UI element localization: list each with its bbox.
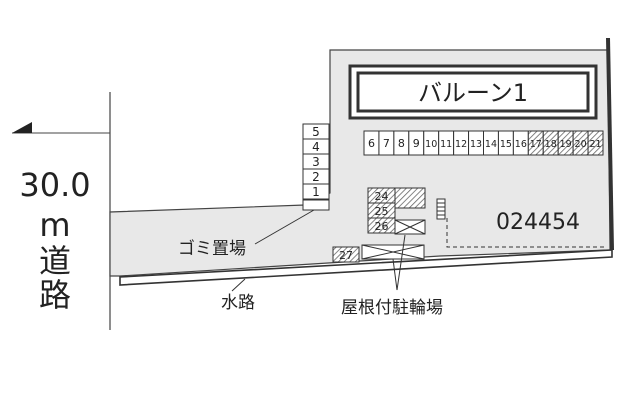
road-width-unit: m xyxy=(39,206,70,244)
bicycle-shelter-bottom-cross-2 xyxy=(361,244,425,260)
parking-space-box-1 xyxy=(302,183,330,200)
road-label-top: 道 xyxy=(39,242,71,280)
parking-space-7: 7 xyxy=(383,137,390,150)
parking-space-8: 8 xyxy=(398,137,405,150)
parking-space-26: 26 xyxy=(375,220,389,233)
parking-space-25: 25 xyxy=(375,205,389,218)
parking-space-12: 12 xyxy=(455,139,467,150)
parking-space-6: 6 xyxy=(368,137,375,150)
building-inner xyxy=(356,71,590,113)
road-direction-arrow-icon xyxy=(12,122,32,133)
bicycle-leader-line-1 xyxy=(396,234,406,291)
parking-space-20: 20 xyxy=(575,139,587,150)
parking-space-27-box xyxy=(332,246,360,263)
parking-space-17: 17 xyxy=(530,139,542,150)
bicycle-label: 屋根付駐輪場 xyxy=(341,298,443,318)
waterway-channel xyxy=(119,249,613,286)
waterway-leader-line xyxy=(231,278,246,292)
parking-space-box-21 xyxy=(587,130,604,156)
parking-space-18: 18 xyxy=(545,139,557,150)
site-code: 024454 xyxy=(496,210,580,235)
parking-space-13: 13 xyxy=(470,139,482,150)
parking-space-16: 16 xyxy=(515,139,527,150)
road-width-number: 30.0 xyxy=(19,166,90,204)
parking-space-5: 5 xyxy=(312,125,320,139)
parking-space-24: 24 xyxy=(375,190,389,203)
parking-space-3: 3 xyxy=(312,155,320,169)
parking-space-4: 4 xyxy=(312,140,320,154)
garbage-label: ゴミ置場 xyxy=(178,238,246,259)
garbage-box xyxy=(302,199,330,211)
building-name: バルーン1 xyxy=(418,79,528,107)
parking-space-9: 9 xyxy=(413,137,420,150)
bicycle-leader-line-2 xyxy=(392,258,398,291)
stairs-icon xyxy=(436,198,446,220)
right-boundary-line xyxy=(606,37,614,251)
parking-space-21: 21 xyxy=(589,139,601,150)
parking-block-center: 24 25 26 xyxy=(367,187,396,234)
parking-space-27: 27 xyxy=(339,249,353,262)
waterway-label: 水路 xyxy=(221,293,255,313)
bicycle-shelter-cross-2 xyxy=(394,219,426,235)
road-label-bottom: 路 xyxy=(39,276,71,314)
parking-space-11: 11 xyxy=(440,139,452,150)
parking-space-14: 14 xyxy=(485,139,497,150)
parking-space-1: 1 xyxy=(312,185,320,199)
parking-space-10: 10 xyxy=(425,139,437,150)
hatched-parking-area xyxy=(394,187,426,209)
parking-space-2: 2 xyxy=(312,170,320,184)
parking-space-19: 19 xyxy=(560,139,572,150)
dashed-area-outline xyxy=(446,218,606,248)
garbage-leader-line xyxy=(254,209,315,245)
parking-space-15: 15 xyxy=(500,139,512,150)
